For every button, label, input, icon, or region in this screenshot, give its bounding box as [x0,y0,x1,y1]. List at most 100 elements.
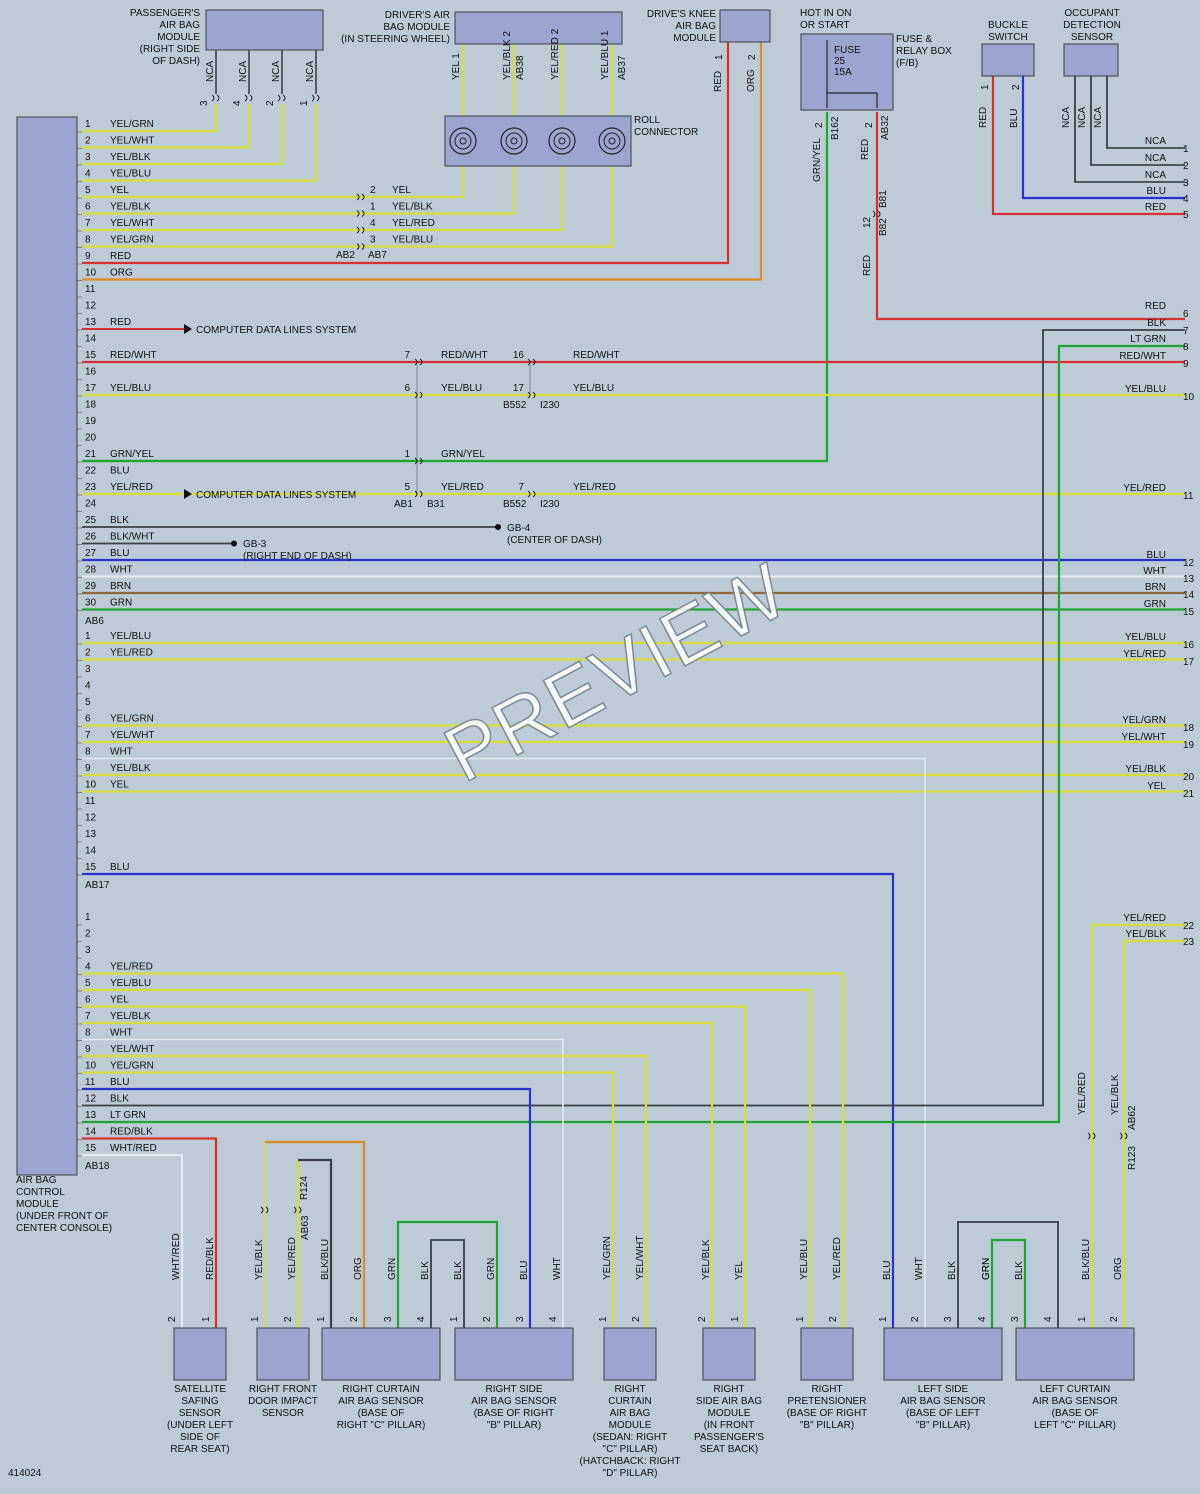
bottom-component-box [256,1327,310,1381]
b31-connector [414,490,423,498]
fuse-ref-b81: B81 [878,190,889,208]
door-connector [293,1206,302,1214]
door-connector [260,1206,269,1214]
right-terminal-color: GRN [1144,599,1166,610]
ecu-a-pin-color: YEL/RED [110,482,153,493]
ecu-b-pin-color: BLU [110,862,129,873]
bottom-component-label-line: PASSENGER'S [694,1432,764,1443]
right-terminal-number: 4 [1183,194,1189,205]
ecu-b-pin-number: 13 [85,829,97,840]
driver-airbag-module-box [454,11,623,45]
ecu-a-pin-number: 22 [85,466,97,477]
ecu-a-pin-number: 2 [85,136,91,147]
i230-pin: 17 [513,383,525,394]
bottom-component-label-line: (IN FRONT [704,1420,755,1431]
ecu-c-pin-number: 6 [85,995,91,1006]
right-terminal-color: BLU [1147,186,1166,197]
wire-layer [82,42,1185,1328]
driver-inline-pin: 4 [370,218,376,229]
wire-lt-grn-8 [82,344,1185,1124]
ecu-a-pin-color: GRN [110,598,132,609]
ecu-a-pin-number: 10 [85,268,97,279]
roll-coil [510,137,518,145]
fuse-pin: 2 [864,122,875,128]
knee-wire-code: RED [713,71,724,92]
fuse-mid-code: RED [862,255,873,276]
b31-connector [414,457,423,465]
wire-yel-red-22 [1090,923,1185,1328]
bottom-wire-code: GRN [486,1258,497,1280]
i230-pin: 16 [513,350,525,361]
bottom-component-label-line: AIR BAG SENSOR [471,1396,557,1407]
driver-airbag-label-line: BAG MODULE [383,22,450,33]
right-terminal-number: 2 [1183,161,1189,172]
ecu-c-pin-number: 10 [85,1061,97,1072]
right-terminal-number: 12 [1183,558,1195,569]
right-terminal-number: 16 [1183,640,1195,651]
right-terminal-number: 9 [1183,359,1189,370]
ecu-a-pin-number: 8 [85,235,91,246]
ecu-a-pin-number: 17 [85,383,97,394]
bottom-pin: 2 [910,1316,921,1322]
b31-connector [414,358,423,366]
wire-grn-ls [990,1238,1027,1328]
figure-id: 414024 [8,1468,42,1479]
passenger-connector [277,94,286,102]
fuse-box-label-line: FUSE & [896,34,932,45]
bottom-wire-code: BLU [882,1261,893,1280]
ecu-c-pin-number: 13 [85,1110,97,1121]
buckle-wire-code: BLU [1009,109,1020,128]
ecu-c-pin-number: 9 [85,1044,91,1055]
right-terminal-number: 7 [1183,326,1189,337]
ecu-a-pin-number: 6 [85,202,91,213]
bottom-pin: 1 [201,1316,212,1322]
occupant-wire-code: NCA [1077,107,1088,128]
bottom-wire-code: BLK [947,1261,958,1280]
ecu-a-pin-color: BLK [110,515,129,526]
right-terminal-number: 20 [1183,772,1195,783]
roll-coil [505,132,523,150]
ecu-a-pin-color: YEL/GRN [110,119,154,130]
bottom-pin: 2 [283,1316,294,1322]
ecu-c-pin-color: YEL/BLU [110,978,151,989]
fuse-mid-pin: 12 [862,216,873,228]
passenger-pin: 3 [199,100,210,106]
wire-org-rc [265,1140,366,1328]
driver-inline-color: YEL/RED [392,218,435,229]
wire-red-knee [82,42,730,265]
bottom-component-box [454,1327,574,1381]
buckle-switch-label-line: BUCKLE [988,20,1028,31]
buckle-pin: 1 [980,84,991,90]
passenger-airbag-label-line: (RIGHT SIDE [140,44,201,55]
ecu-a-pin-number: 15 [85,350,97,361]
roll-connector-label-line: ROLL [634,115,661,126]
ground-icon [231,540,237,547]
knee-airbag-label-line: MODULE [673,33,716,44]
bottom-wire-code: GRN [981,1258,992,1280]
roll-coil [548,127,576,155]
ecu-a-pin-number: 20 [85,433,97,444]
fuse-hot-label-line: HOT IN ON [800,8,851,19]
bottom-component-label-line: (SEDAN: RIGHT [593,1432,667,1443]
wire-nca-occ1 [1074,76,1185,183]
wire-grn-rc [396,1220,499,1328]
ecu-b-pin-number: 1 [85,631,91,642]
i230-ref-b552: B552 [503,400,527,411]
driver-inline-connector [356,226,365,234]
wire-red-blk-sat [82,1137,218,1328]
b31-ref-b31: B31 [427,499,445,510]
fuse-ref-b82: B82 [878,218,889,236]
bottom-wire-code: BLU [519,1261,530,1280]
wire-yel-blu-driver [82,166,614,248]
bottom-wire-code: WHT/RED [171,1233,182,1280]
i230-ref-b552: B552 [503,499,527,510]
bottom-pin: 1 [795,1316,806,1322]
bottom-pin: 2 [631,1316,642,1322]
bottom-wire-code: YEL/RED [832,1237,843,1280]
wire-blu-b-left-side [82,872,895,1328]
ecu-a-pin-color: YEL/WHT [110,136,154,147]
ecu-a-pin-color: YEL/GRN [110,235,154,246]
right-terminal-number: 10 [1183,392,1195,403]
ecu-a-pin-color: YEL/WHT [110,218,154,229]
